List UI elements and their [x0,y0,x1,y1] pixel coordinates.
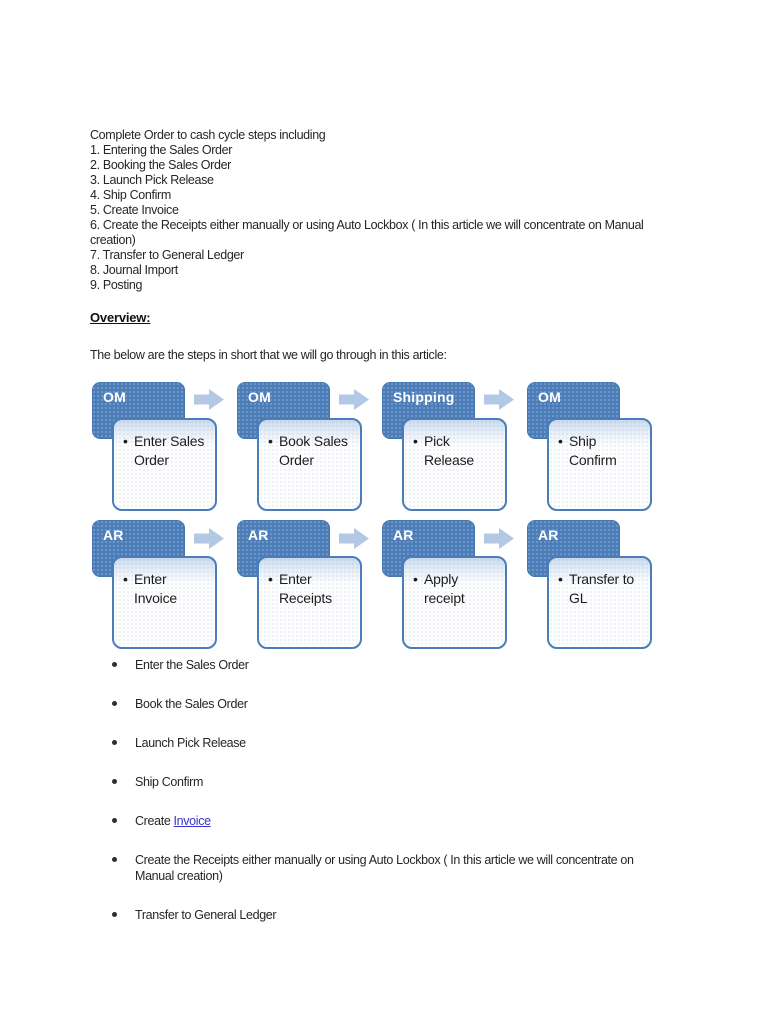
flow-arrow-icon [484,528,514,549]
bullet-dot-icon [112,779,117,784]
list-item-text: Ship Confirm [135,775,204,789]
step-card-apply-receipt: • Apply receipt [402,556,507,649]
module-label: OM [103,389,126,405]
flow-arrow-icon [194,528,224,549]
card-bullet-icon: • [413,433,418,449]
step-line-2: 2. Booking the Sales Order [90,158,231,172]
flow-arrow-icon [339,528,369,549]
step-line-4: 4. Ship Confirm [90,188,171,202]
list-item: Book the Sales Order [112,696,674,712]
module-box-ar-1: AR [92,520,185,577]
list-item: Create the Receipts either manually or u… [112,852,674,884]
step-card-ship-confirm: • Ship Confirm [547,418,652,511]
card-text: Enter Sales Order [134,433,205,468]
invoice-link[interactable]: Invoice [173,814,212,828]
card-text: Apply receipt [424,571,465,606]
card-bullet-icon: • [413,571,418,587]
list-item-text: Launch Pick Release [135,736,246,750]
module-box-om-1: OM [92,382,185,439]
bullet-dot-icon [112,912,117,917]
step-card-enter-invoice: • Enter Invoice [112,556,217,649]
bullet-dot-icon [112,857,117,862]
lead-text: The below are the steps in short that we… [90,348,447,362]
list-item-text: Transfer to General Ledger [135,908,277,922]
step-card-enter-sales-order: • Enter Sales Order [112,418,217,511]
module-label: Shipping [393,389,455,405]
list-item: Ship Confirm [112,774,674,790]
module-box-om-2: OM [237,382,330,439]
card-text: Ship Confirm [569,433,617,468]
list-item: Transfer to General Ledger [112,907,674,923]
bullet-list: Enter the Sales Order Book the Sales Ord… [112,657,674,946]
list-item: Launch Pick Release [112,735,674,751]
list-item: Create Invoice [112,813,674,829]
bullet-dot-icon [112,818,117,823]
module-label: AR [248,527,269,543]
flow-arrow-icon [484,389,514,410]
bullet-dot-icon [112,740,117,745]
card-text: Enter Receipts [279,571,332,606]
list-item-text: Create the Receipts either manually or u… [135,853,634,883]
step-line-9: 9. Posting [90,278,143,292]
module-label: AR [103,527,124,543]
module-box-ar-2: AR [237,520,330,577]
bullet-dot-icon [112,662,117,667]
module-box-ar-4: AR [527,520,620,577]
card-text: Transfer to GL [569,571,634,606]
step-line-3: 3. Launch Pick Release [90,173,214,187]
step-card-pick-release: • Pick Release [402,418,507,511]
overview-heading: Overview: [90,310,151,325]
card-text: Pick Release [424,433,474,468]
card-text: Book Sales Order [279,433,348,468]
card-bullet-icon: • [558,433,563,449]
step-card-book-sales-order: • Book Sales Order [257,418,362,511]
bullet-dot-icon [112,701,117,706]
step-line-5: 5. Create Invoice [90,203,179,217]
module-box-shipping: Shipping [382,382,475,439]
step-line-6: 6. Create the Receipts either manually o… [90,218,644,247]
card-bullet-icon: • [268,433,273,449]
flow-arrow-icon [194,389,224,410]
module-box-ar-3: AR [382,520,475,577]
card-bullet-icon: • [268,571,273,587]
step-card-enter-receipts: • Enter Receipts [257,556,362,649]
step-line-1: 1. Entering the Sales Order [90,143,233,157]
list-item-text-before: Create [135,814,174,828]
card-bullet-icon: • [123,571,128,587]
card-bullet-icon: • [123,433,128,449]
list-item-text: Book the Sales Order [135,697,248,711]
module-label: OM [248,389,271,405]
module-label: AR [538,527,559,543]
flow-arrow-icon [339,389,369,410]
list-item: Enter the Sales Order [112,657,674,673]
intro-title: Complete Order to cash cycle steps inclu… [90,128,326,142]
step-line-7: 7. Transfer to General Ledger [90,248,244,262]
intro-block: Complete Order to cash cycle steps inclu… [90,128,668,293]
step-line-8: 8. Journal Import [90,263,178,277]
card-bullet-icon: • [558,571,563,587]
list-item-text: Create Invoice [135,813,674,829]
step-card-transfer-to-gl: • Transfer to GL [547,556,652,649]
module-label: AR [393,527,414,543]
card-text: Enter Invoice [134,571,177,606]
module-box-om-3: OM [527,382,620,439]
list-item-text: Enter the Sales Order [135,658,249,672]
module-label: OM [538,389,561,405]
